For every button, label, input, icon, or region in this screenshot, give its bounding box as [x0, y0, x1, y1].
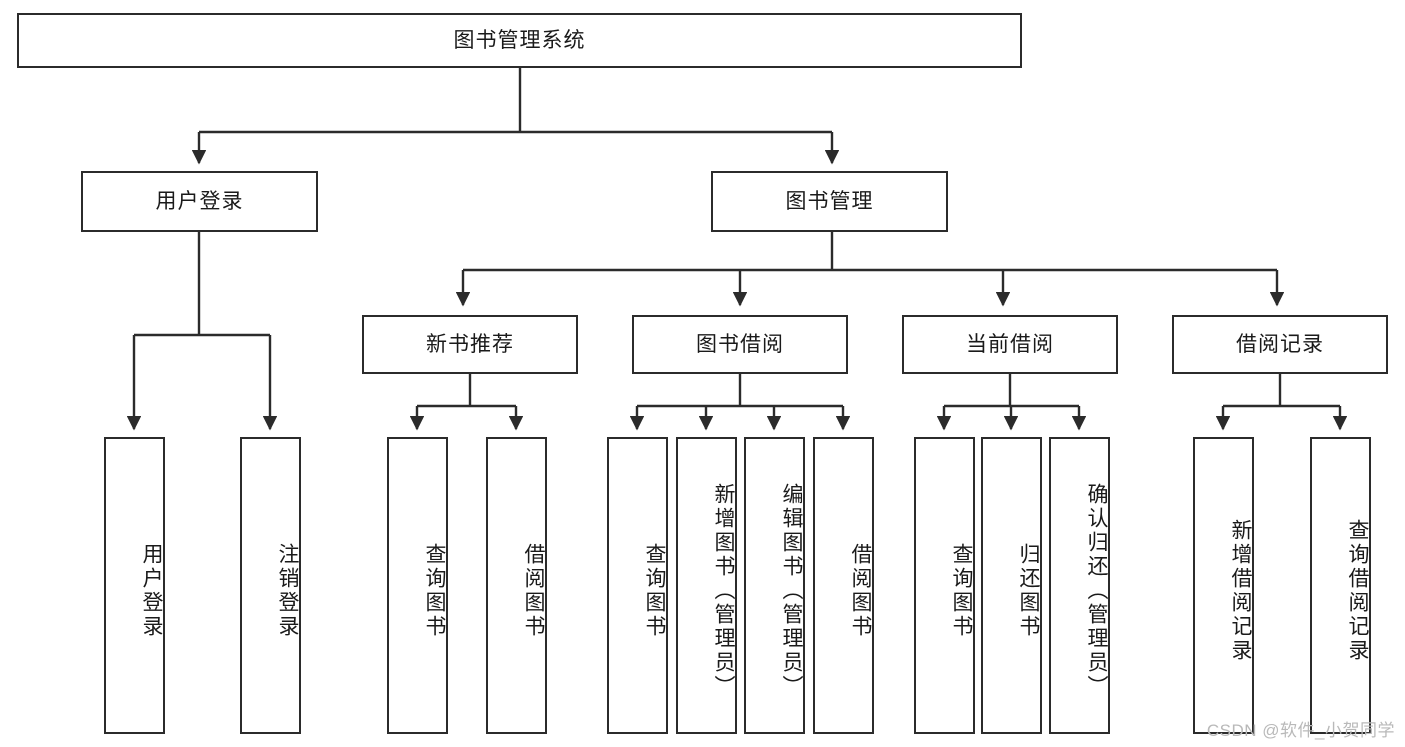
node-current-borrow[interactable]: 当前借阅 [902, 315, 1118, 374]
node-borrow-record[interactable]: 借阅记录 [1172, 315, 1388, 374]
leaf-user-login[interactable]: 用户登录 [104, 437, 165, 734]
leaf-edit-book-admin[interactable]: 编辑图书（管理员） [744, 437, 805, 734]
node-book-manage[interactable]: 图书管理 [711, 171, 948, 232]
leaf-logout-login[interactable]: 注销登录 [240, 437, 301, 734]
leaf-add-borrow-record[interactable]: 新增借阅记录 [1193, 437, 1254, 734]
leaf-borrow-book-rec[interactable]: 借阅图书 [486, 437, 547, 734]
leaf-confirm-return-admin[interactable]: 确认归还（管理员） [1049, 437, 1110, 734]
node-new-book-recommend[interactable]: 新书推荐 [362, 315, 578, 374]
leaf-add-book-admin[interactable]: 新增图书（管理员） [676, 437, 737, 734]
node-title-system[interactable]: 图书管理系统 [17, 13, 1022, 68]
leaf-return-book[interactable]: 归还图书 [981, 437, 1042, 734]
node-user-login[interactable]: 用户登录 [81, 171, 318, 232]
leaf-borrow-book[interactable]: 借阅图书 [813, 437, 874, 734]
leaf-query-book-borrow[interactable]: 查询图书 [607, 437, 668, 734]
watermark-text: CSDN @软件_小贺同学 [1206, 721, 1395, 740]
node-book-borrow[interactable]: 图书借阅 [632, 315, 848, 374]
leaf-query-book-current[interactable]: 查询图书 [914, 437, 975, 734]
leaf-query-borrow-record[interactable]: 查询借阅记录 [1310, 437, 1371, 734]
leaf-query-book-rec[interactable]: 查询图书 [387, 437, 448, 734]
